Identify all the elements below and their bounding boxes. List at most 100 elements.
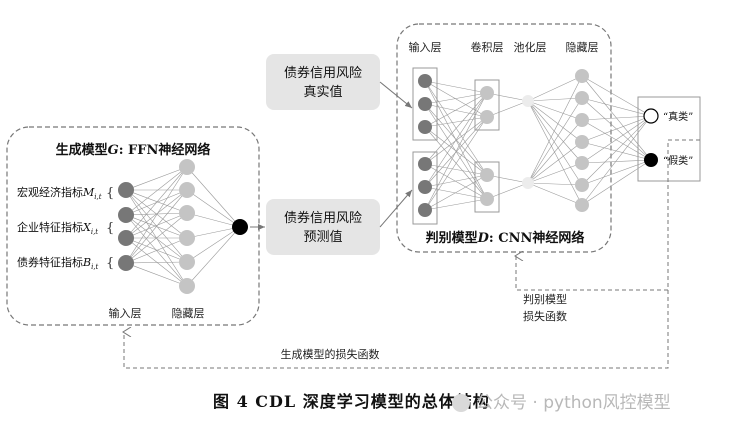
- edge: [581, 97, 652, 117]
- edge: [125, 262, 188, 287]
- disc-conv-box-top: [474, 79, 500, 131]
- disc-layer-label: 卷积层: [471, 40, 504, 54]
- edge: [125, 189, 188, 214]
- edge: [527, 182, 583, 186]
- generator-input-node: [118, 230, 134, 246]
- svg-text:真实值: 真实值: [303, 84, 342, 100]
- disc-hidden-node: [575, 135, 589, 149]
- edge: [424, 80, 488, 176]
- edge: [581, 75, 652, 117]
- generator-hidden-layer-label: 隐藏层: [172, 307, 205, 320]
- generator-hidden-node: [179, 254, 195, 270]
- edge: [581, 115, 652, 186]
- generator-input-labels: 宏观经济指标Mi,t{企业特征指标Xi,t{债券特征指标Bi,t{: [17, 185, 114, 271]
- brace-icon: {: [106, 186, 114, 201]
- edge: [186, 189, 241, 228]
- edge: [424, 80, 488, 94]
- discriminator-nodes: [418, 69, 589, 217]
- disc-input-node: [418, 203, 432, 217]
- edge: [125, 189, 188, 263]
- caption-text: 图 4 CDL 深度学习模型的总体结构: [213, 392, 490, 411]
- disc-hidden-node: [575, 156, 589, 170]
- disc-hidden-node: [575, 113, 589, 127]
- disc-input-node: [418, 180, 432, 194]
- generator-output-node: [232, 219, 248, 235]
- disc-layer-label: 输入层: [409, 40, 442, 54]
- fake-class-label: “假类”: [663, 154, 693, 167]
- edge: [527, 100, 583, 164]
- edge: [125, 212, 188, 264]
- edge: [424, 163, 488, 176]
- disc-input-node: [418, 157, 432, 171]
- edge: [186, 226, 241, 263]
- edge: [581, 141, 652, 161]
- disc-input-node: [418, 97, 432, 111]
- edge: [527, 100, 583, 186]
- generator-panel: 生成模型G: FFN神经网络 宏观经济指标Mi,t{企业特征指标Xi,t{债券特…: [6, 126, 260, 326]
- predicted-value-box: 债券信用风险 预测值: [266, 199, 380, 255]
- edge: [186, 166, 241, 228]
- edge: [581, 115, 652, 121]
- discriminator-layer-labels: 输入层 卷积层池化层 隐藏层: [409, 40, 599, 54]
- edge: [125, 189, 188, 264]
- generator-frame: [6, 126, 260, 326]
- edge: [424, 103, 488, 118]
- disc-layer-label: 隐藏层: [566, 41, 599, 54]
- edge: [125, 237, 188, 287]
- edge: [581, 159, 652, 186]
- svg-text:债券信用风险: 债券信用风险: [284, 65, 362, 81]
- edge: [527, 119, 583, 184]
- generator-input-node: [118, 255, 134, 271]
- discriminator-panel: 输入层 卷积层池化层 隐藏层 判别模型D: CNN神经网络: [396, 23, 652, 253]
- edge: [424, 92, 488, 211]
- disc-hidden-node: [575, 69, 589, 83]
- edge: [424, 80, 488, 118]
- brace-icon: {: [106, 256, 114, 271]
- edge: [527, 100, 583, 121]
- edge: [424, 92, 488, 165]
- discriminator-frame: [396, 23, 612, 253]
- edge: [186, 226, 241, 239]
- edge: [424, 174, 488, 188]
- edge: [424, 92, 488, 128]
- edge: [125, 237, 188, 264]
- discriminator-title: 判别模型D: CNN神经网络: [426, 230, 585, 246]
- generator-hidden-node: [179, 159, 195, 175]
- disc-conv-node: [480, 110, 494, 124]
- disc-layer-label: 池化层: [514, 40, 547, 54]
- edge: [581, 159, 652, 164]
- svg-text:债券信用风险: 债券信用风险: [284, 210, 362, 226]
- edge: [424, 116, 488, 128]
- edge: [581, 159, 652, 206]
- edge: [486, 100, 529, 118]
- generator-input-label: 企业特征指标Xi,t: [17, 220, 98, 236]
- edge: [527, 162, 583, 184]
- edge: [424, 163, 488, 200]
- output-frame: [637, 96, 701, 182]
- edge: [527, 141, 583, 184]
- edge: [125, 166, 188, 216]
- edge: [581, 119, 652, 161]
- generator-hidden-node: [179, 205, 195, 221]
- wechat-logo-icon: [452, 394, 470, 412]
- disc-input-box-bottom: [412, 151, 438, 225]
- watermark: 公众号 · python风控模型: [452, 388, 671, 413]
- real-to-disc-arrow: [379, 81, 413, 109]
- edge: [527, 97, 583, 184]
- disc-conv-node: [480, 86, 494, 100]
- edge: [424, 186, 488, 200]
- figure-caption: 图 4 CDL 深度学习模型的总体结构 公众号 · python风控模型: [0, 386, 731, 414]
- disc-conv-box-bottom: [474, 161, 500, 213]
- edge: [486, 182, 529, 200]
- watermark-text: 公众号 · python风控模型: [476, 393, 671, 413]
- edge: [125, 261, 188, 264]
- disc-loss-label-1: 判别模型: [523, 292, 567, 306]
- real-class-node: [643, 108, 659, 124]
- svg-text:预测值: 预测值: [303, 229, 342, 245]
- edge: [125, 214, 188, 263]
- edge: [125, 189, 188, 239]
- disc-hidden-node: [575, 91, 589, 105]
- disc-conv-node: [480, 168, 494, 182]
- discriminator-edges: [424, 75, 652, 211]
